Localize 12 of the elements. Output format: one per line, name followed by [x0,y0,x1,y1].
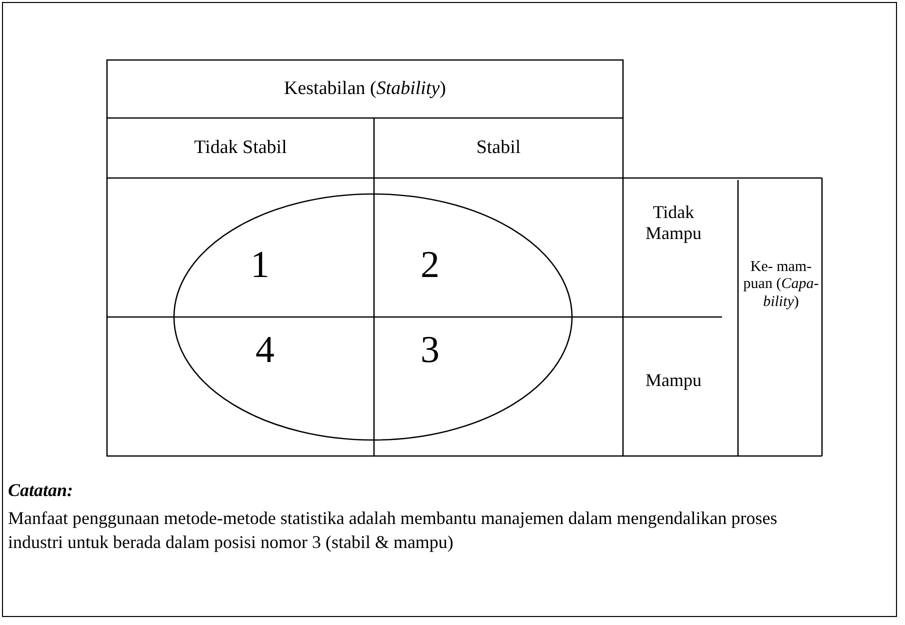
quadrant-number: 1 [250,244,270,288]
quadrant-number: 2 [420,244,440,288]
column-header: Tidak Stabil [194,137,287,159]
column-header: Stabil [476,137,521,159]
note-text: Manfaat penggunaan metode-metode statistika adalah membantu manajemen dalam mengendalikan proses industri untuk berada dalam posisi nomor 3 (stabil & mampu) [8,507,778,554]
note-heading: Catatan: [8,479,74,502]
table-header: Kestabilan (Stability) [284,78,446,100]
row-header: Mampu [646,370,702,390]
row-group-header: Ke- mam-puan (Capa-bility) [742,259,820,311]
quadrant-number: 4 [256,329,274,373]
quadrant-number: 3 [420,329,440,373]
row-header: Tidak Mampu [644,202,702,244]
